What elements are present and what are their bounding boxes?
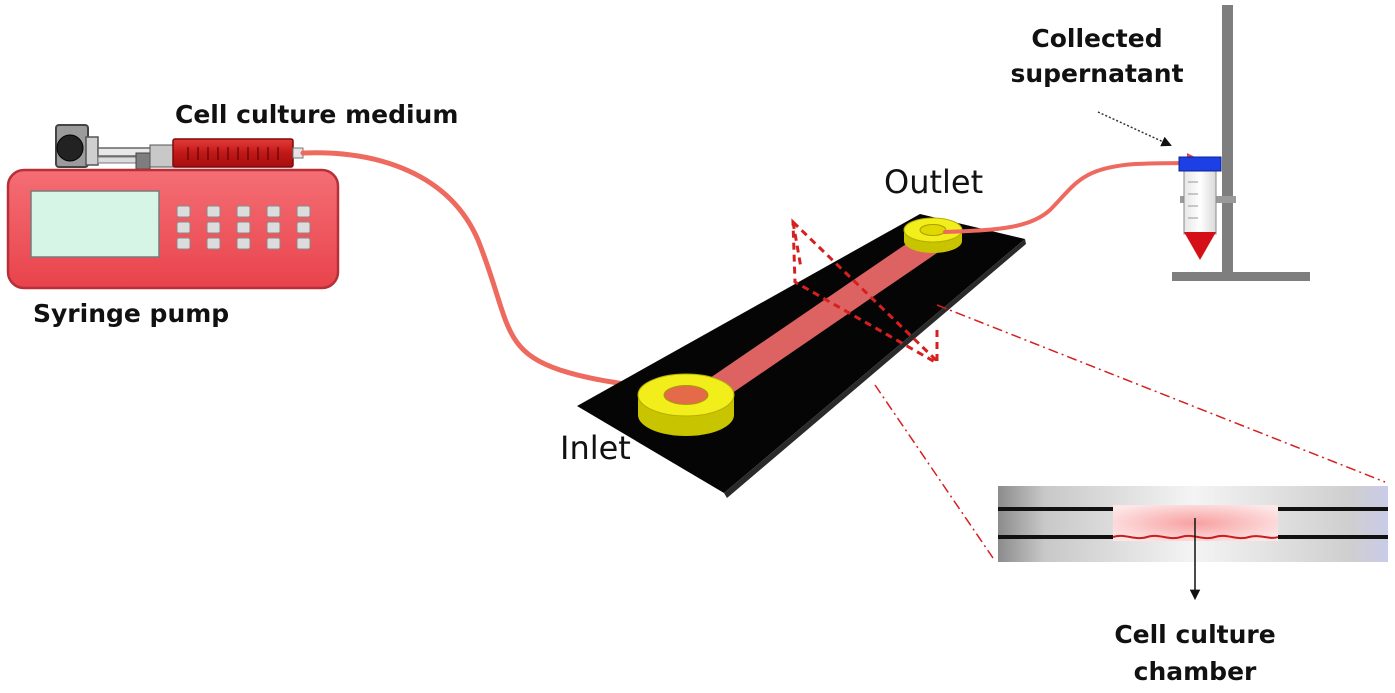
outlet-port xyxy=(903,217,963,253)
inlet-port xyxy=(637,373,735,436)
label-outlet: Outlet xyxy=(884,163,983,201)
cross-section-inset xyxy=(874,304,1388,601)
tube-fluid xyxy=(1184,232,1216,260)
cell-layer xyxy=(1112,534,1279,540)
label-syringe-pump: Syringe pump xyxy=(33,299,229,328)
syringe-pump xyxy=(6,124,340,290)
syringe-barrel xyxy=(172,138,294,168)
microfluidic-chip xyxy=(577,214,1026,498)
pump-screen xyxy=(30,190,160,258)
cross-section-plane xyxy=(791,218,940,364)
label-cell-culture-medium: Cell culture medium xyxy=(175,100,458,129)
tube-cap xyxy=(1178,156,1222,172)
pump-keypad xyxy=(176,205,311,250)
syringe xyxy=(55,124,304,170)
label-chamber-line1: Cell culture xyxy=(1114,620,1275,649)
label-inlet: Inlet xyxy=(560,429,631,467)
supernatant-pointer xyxy=(1097,111,1172,147)
outlet-tubing xyxy=(943,153,1207,234)
label-collected-line1: Collected xyxy=(1031,24,1162,53)
collection-tube xyxy=(1178,156,1222,260)
label-chamber-line2: chamber xyxy=(1134,657,1257,686)
chip-channel xyxy=(688,225,956,398)
chip-slide xyxy=(577,214,1025,493)
label-collected-line2: supernatant xyxy=(1010,59,1183,88)
inlet-tubing xyxy=(300,150,695,403)
